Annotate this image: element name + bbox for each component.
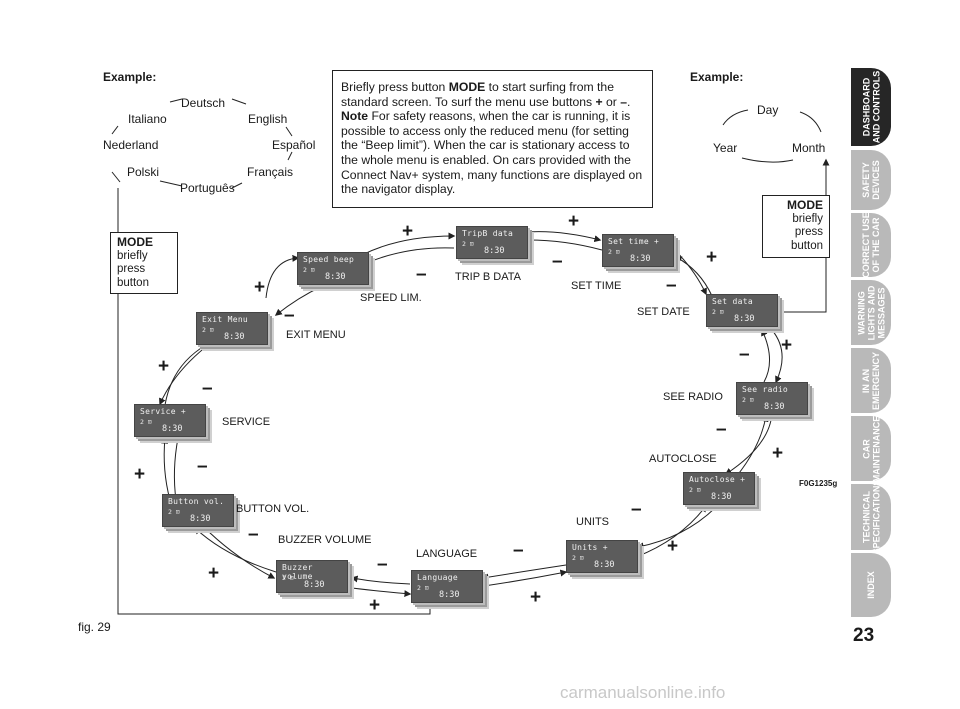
screen-set-time: Set time +2 ⊡8:30 (602, 234, 674, 267)
label-buzzer-volume: BUZZER VOLUME (278, 534, 372, 546)
label-service: SERVICE (222, 416, 271, 428)
minus-sign: – (716, 419, 727, 440)
instruction-mode: MODE (448, 80, 486, 94)
minus-sign: – (631, 499, 642, 520)
plus-sign: + (568, 211, 580, 232)
label-trip-b-data: TRIP B DATA (455, 271, 522, 283)
page-number: 23 (853, 625, 875, 646)
plus-sign: + (530, 587, 542, 608)
language-nederland: Nederland (103, 138, 159, 152)
date-month: Month (792, 141, 826, 155)
minus-sign: – (197, 456, 208, 477)
tab-correct-use[interactable]: CORRECT USE OF THE CAR (851, 212, 891, 278)
label-units: UNITS (576, 516, 609, 528)
instruction-box: Briefly press button MODE to start surfi… (332, 70, 653, 208)
plus-sign: + (158, 356, 170, 377)
screen-button-vol: Button vol.2 ⊡8:30 (162, 494, 234, 527)
tab-car-maintenance[interactable]: CAR MAINTENANCE (851, 415, 891, 482)
screen-units: Units +2 ⊡8:30 (566, 540, 638, 573)
minus-sign: – (666, 275, 677, 296)
language-italiano: Italiano (128, 112, 167, 126)
minus-sign: – (739, 344, 750, 365)
language-english: English (248, 112, 288, 126)
plus-sign: + (134, 464, 146, 485)
tab-index[interactable]: INDEX (851, 553, 891, 617)
label-set-date: SET DATE (637, 306, 690, 318)
mode-title-right: MODE (787, 198, 823, 212)
plus-sign: + (667, 536, 679, 557)
minus-sign: – (377, 554, 388, 575)
date-day: Day (757, 103, 779, 117)
plus-sign: + (706, 247, 718, 268)
tab-in-an-emergency[interactable]: IN AN EMERGENCY (851, 348, 891, 413)
mode-line: button (791, 239, 823, 252)
language-polski: Polski (127, 165, 160, 179)
mode-line: press (117, 263, 146, 275)
plus-sign: + (402, 221, 414, 242)
instruction-plus: + (595, 94, 603, 109)
instruction-note: Note (341, 109, 369, 124)
tab-technical-specifications[interactable]: TECHNICAL SPECIFICATIONS (851, 480, 891, 554)
plus-sign: + (208, 563, 220, 584)
minus-sign: – (284, 305, 295, 326)
tab-dashboard-and-controls[interactable]: DASHBOARD AND CONTROLS (851, 68, 891, 146)
date-year: Year (713, 141, 738, 155)
instruction-minus: – (620, 94, 628, 109)
mode-line: button (117, 276, 149, 289)
minus-sign: – (248, 524, 259, 545)
plus-sign: + (781, 335, 793, 356)
label-button-vol: BUTTON VOL. (236, 503, 310, 515)
label-exit-menu: EXIT MENU (286, 329, 346, 341)
label-see-radio: SEE RADIO (663, 391, 723, 403)
label-set-time: SET TIME (571, 280, 622, 292)
example-heading-right: Example: (690, 70, 744, 84)
mode-line: press (794, 226, 823, 238)
instruction-text-4: For safety reasons, when the car is runn… (341, 109, 643, 197)
instruction-text-3: . (627, 94, 631, 109)
instruction-or: or (602, 94, 621, 109)
figure-caption: fig. 29 (78, 620, 111, 634)
language-deutsch: Deutsch (181, 96, 226, 110)
example-heading-left: Example: (103, 70, 157, 84)
language-espanol: Español (272, 138, 316, 152)
label-language: LANGUAGE (416, 548, 478, 560)
plus-sign: + (369, 595, 381, 616)
instruction-text-2: to start surfing from the standard scree… (341, 80, 614, 109)
mode-line: briefly (117, 249, 148, 262)
label-autoclose: AUTOCLOSE (649, 453, 717, 465)
language-francais: Français (247, 165, 294, 179)
tab-warning-lights[interactable]: WARNING LIGHTS AND MESSAGES (851, 280, 891, 345)
watermark: carmanualsonline.info (560, 683, 726, 702)
label-speed-lim: SPEED LIM. (360, 292, 422, 304)
plus-sign: + (772, 443, 784, 464)
instruction-text-1: Briefly press button (341, 80, 449, 94)
screen-autoclose: Autoclose +2 ⊡8:30 (683, 472, 755, 505)
figure-code: F0G1235g (799, 479, 838, 488)
minus-sign: – (416, 264, 427, 285)
mode-title-left: MODE (117, 235, 153, 249)
language-portugues: Português (180, 181, 235, 195)
mode-line: briefly (792, 212, 823, 225)
minus-sign: – (552, 251, 563, 272)
screen-service: Service +2 ⊡8:30 (134, 404, 206, 437)
plus-sign: + (254, 277, 266, 298)
minus-sign: – (202, 378, 213, 399)
tab-safety-devices[interactable]: SAFETY DEVICES (851, 150, 891, 210)
mode-box-right: MODE briefly press button (762, 195, 830, 258)
mode-box-left: MODE briefly press button (110, 232, 178, 294)
minus-sign: – (513, 540, 524, 561)
